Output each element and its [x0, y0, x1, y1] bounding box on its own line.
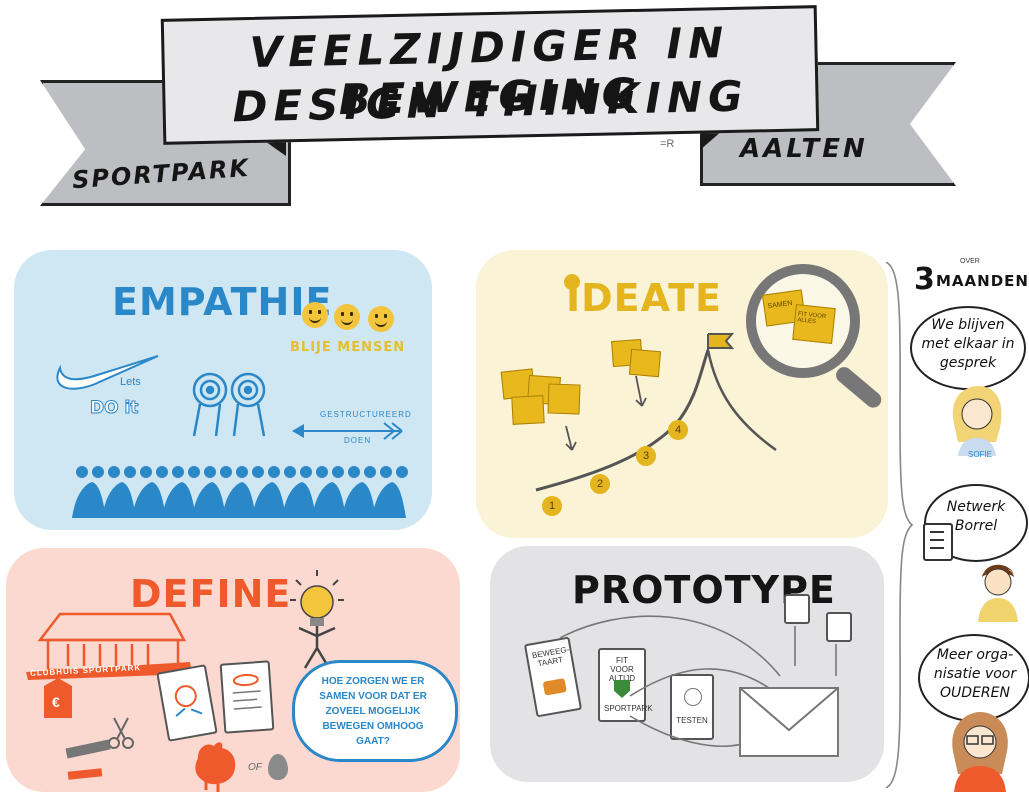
- prototype-card-2: FIT VOOR ALTIJD SPORTPARK: [598, 648, 653, 722]
- magnifier-note-text-2: FIT VOOR ALLES: [796, 311, 827, 326]
- speech-bubble-2-text: Netwerk Borrel: [946, 499, 1006, 534]
- prototype-panel: PROTOTYPE BEWEEG-TAART FIT VOOR ALTIJD S…: [490, 546, 884, 782]
- prototype-card-2-top: FIT VOOR ALTIJD: [608, 656, 636, 683]
- nike-slogan-line-1: Lets: [120, 376, 141, 388]
- lightbulb-person-icon: [290, 570, 344, 669]
- tape-icon: [65, 739, 111, 759]
- person-avatar-1: [952, 386, 1002, 456]
- sidebar-unit: MAANDEN: [936, 272, 1029, 290]
- speech-bubble-1-text: We blijven met elkaar in gesprek: [921, 317, 1015, 371]
- envelope-icon: [739, 687, 839, 757]
- smiley-icon: [334, 304, 360, 330]
- magnifier-note-text-1: SAMEN: [767, 299, 793, 311]
- shield-icon: [614, 680, 630, 698]
- question-text: HOE ZORGEN WE ER SAMEN VOOR DAT ER ZOVEE…: [319, 676, 427, 747]
- scissors-icon: [108, 717, 134, 749]
- prototype-note: [826, 612, 852, 642]
- swoosh-icon: [56, 355, 159, 390]
- prototype-note: [784, 594, 810, 624]
- arrow-caption-1: GESTRUCTUREERD: [320, 410, 412, 419]
- network-icon: [923, 523, 953, 561]
- step-marker: 4: [668, 420, 688, 440]
- speech-bubble-3-text: Meer orga-nisatie voor OUDEREN: [933, 647, 1017, 701]
- prototype-card-3: TESTEN: [670, 674, 714, 740]
- empathie-title: EMPATHIE: [112, 280, 333, 324]
- ideate-title: IDEATE: [566, 276, 722, 320]
- euro-sign: €: [52, 694, 60, 710]
- magnifier-note: FIT VOOR ALLES: [792, 304, 836, 344]
- person-avatar-3: [952, 712, 1008, 792]
- smiley-icon: [368, 306, 394, 332]
- define-panel: DEFINE CLUBHUIS SPORTPARK €: [6, 548, 460, 792]
- rooster-icon: [195, 742, 236, 792]
- nike-slogan-line-2: DO it: [89, 398, 139, 419]
- egg-icon: [268, 754, 288, 780]
- prototype-card-2-bottom: SPORTPARK: [604, 704, 653, 713]
- lightbulb-dot-icon: [564, 274, 580, 290]
- speech-bubble-3: Meer orga-nisatie voor OUDEREN: [918, 634, 1029, 722]
- artist-signature: =R: [660, 138, 675, 150]
- worksheet-card: [156, 664, 218, 742]
- prototype-card-3-text: TESTEN: [676, 716, 708, 725]
- step-marker: 3: [636, 446, 656, 466]
- brace-divider: [885, 262, 914, 788]
- person-1-name: SOFIE: [968, 450, 993, 459]
- worksheet-doodle: [232, 673, 262, 710]
- or-label: OF: [248, 762, 262, 773]
- person-avatar-2: [978, 564, 1018, 622]
- arrow-caption-2: DOEN: [344, 436, 372, 445]
- worksheet-card: [219, 660, 275, 734]
- smiley-caption: BLIJE MENSEN: [290, 340, 406, 355]
- marker-icon: [67, 768, 103, 780]
- banner-right-label: AALTEN: [740, 134, 868, 164]
- bulb-icon: [684, 688, 702, 706]
- smiley-icon: [302, 302, 328, 328]
- sidebar-over: OVER: [960, 258, 980, 265]
- worksheet-doodle: [174, 685, 203, 717]
- sidebar-count: 3: [914, 262, 935, 297]
- left-arrow-icon: [292, 422, 403, 440]
- step-marker: 1: [542, 496, 562, 516]
- banner-main: VEELZIJDIGER IN BEWEGING DESIGN THINKING: [160, 5, 820, 145]
- question-cloud: [292, 660, 458, 762]
- target-people-icon: [192, 372, 266, 437]
- euro-tag: [44, 678, 72, 718]
- ideate-panel: IDEATE 1 2 3 4 SAMEN FIT VOOR ALLES: [476, 250, 888, 538]
- crowd-icon: [72, 466, 408, 518]
- empathie-panel: EMPATHIE BLIJE MENSEN Lets DO it GESTRUC…: [14, 250, 432, 530]
- speech-bubble-1: We blijven met elkaar in gesprek: [910, 306, 1026, 390]
- clubhouse-icon: [26, 612, 192, 680]
- define-title: DEFINE: [130, 572, 292, 616]
- step-marker: 2: [590, 474, 610, 494]
